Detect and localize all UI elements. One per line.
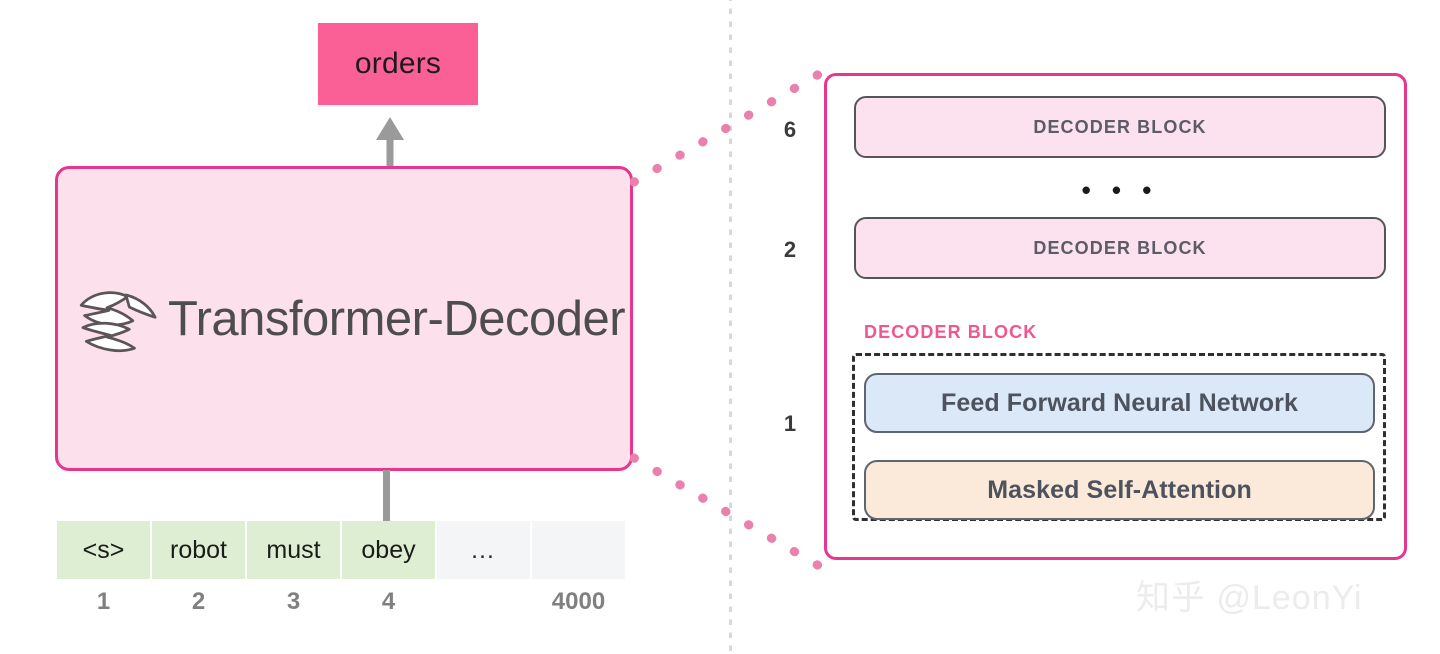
vertical-dotted-divider [729,0,732,654]
input-connector-line [383,470,390,523]
decoder-block-label: DECODER BLOCK [1033,116,1207,137]
feed-forward-neural-network-box: Feed Forward Neural Network [864,373,1375,433]
decoder-block-2: DECODER BLOCK [854,217,1386,279]
watermark: 知乎 @LeonYi [1136,579,1363,617]
masked-self-attention-label: Masked Self-Attention [987,475,1252,504]
token-index [437,588,530,616]
decoder-block-label: DECODER BLOCK [1033,237,1207,258]
token-cell-empty [532,521,625,579]
output-token-label: orders [354,47,442,80]
output-token-box: orders [318,23,478,105]
vertical-ellipsis: • • • [1081,175,1159,205]
callout-connector-bottom [630,453,831,575]
masked-self-attention-box: Masked Self-Attention [864,460,1375,520]
transformer-decoder-box: Transformer-Decoder [55,166,633,471]
token-cell: robot [152,521,245,579]
token-index: 1 [96,588,111,615]
token-strip: <s> robot must obey … [57,521,625,579]
token-index-strip: 1 2 3 4 4000 [57,588,625,616]
token-index: 4 [381,588,396,615]
output-arrow-icon [376,117,404,168]
decoder-block-caption: DECODER BLOCK [864,322,1038,342]
transformer-decoder-title: Transformer-Decoder [168,291,626,346]
feed-forward-label: Feed Forward Neural Network [941,388,1298,417]
layer-number-6: 6 [783,117,797,142]
transformer-swirl-logo-icon [79,290,157,352]
token-index: 2 [191,588,206,615]
token-cell: must [247,521,340,579]
layer-number-2: 2 [783,237,797,262]
token-index: 4000 [551,588,606,615]
decoder-block-6: DECODER BLOCK [854,96,1386,158]
layer-number-1: 1 [783,411,797,436]
token-index: 3 [286,588,301,615]
token-cell: <s> [57,521,150,579]
token-cell: obey [342,521,435,579]
token-cell-ellipsis: … [437,521,530,579]
